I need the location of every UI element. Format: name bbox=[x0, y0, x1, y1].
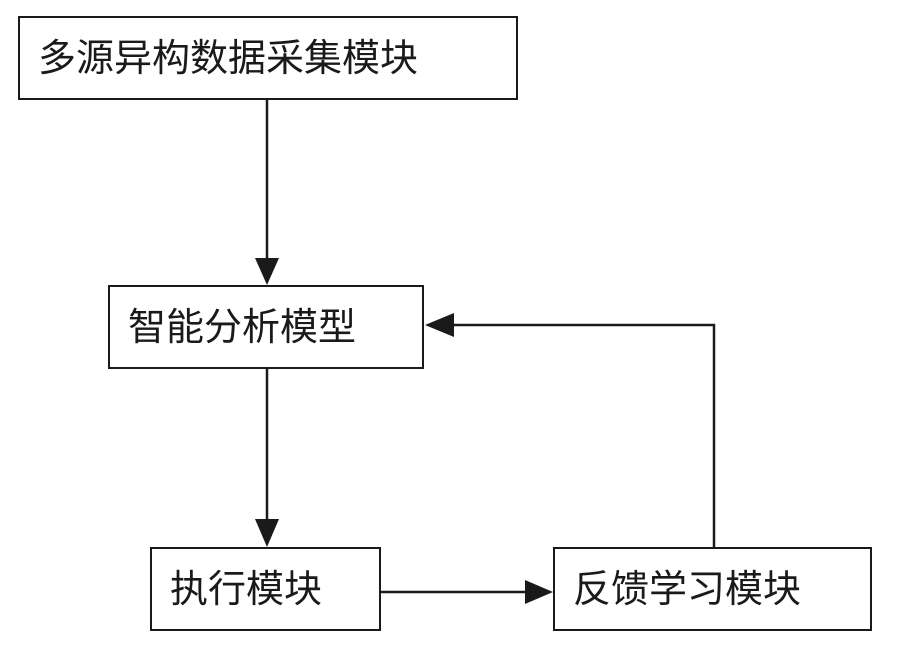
node-execution-module: 执行模块 bbox=[150, 547, 381, 631]
node-label: 智能分析模型 bbox=[128, 308, 356, 346]
node-feedback-learning-module: 反馈学习模块 bbox=[553, 547, 872, 631]
arrowhead-icon bbox=[255, 258, 279, 285]
node-data-collection-module: 多源异构数据采集模块 bbox=[18, 16, 518, 100]
edge-execution-to-feedback bbox=[381, 580, 553, 604]
edge-collection-to-analysis bbox=[255, 100, 279, 285]
node-label: 反馈学习模块 bbox=[573, 570, 801, 608]
edge-feedback-to-analysis bbox=[425, 313, 714, 547]
node-intelligent-analysis-model: 智能分析模型 bbox=[108, 285, 424, 369]
arrowhead-icon bbox=[425, 313, 454, 337]
arrowhead-icon bbox=[525, 580, 553, 604]
arrowhead-icon bbox=[255, 519, 279, 547]
node-label: 多源异构数据采集模块 bbox=[38, 39, 418, 77]
node-label: 执行模块 bbox=[170, 570, 322, 608]
edge-analysis-to-execution bbox=[255, 369, 279, 547]
